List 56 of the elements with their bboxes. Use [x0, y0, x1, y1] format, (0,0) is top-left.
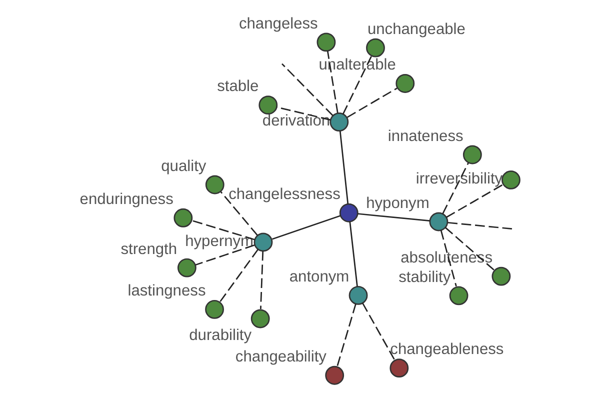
- node-label: hypernym: [184, 232, 254, 250]
- connector: [357, 213, 430, 222]
- node-circle: [462, 145, 482, 164]
- node-label: lastingness: [127, 282, 206, 300]
- node-circle: [253, 232, 272, 252]
- node-circle: [448, 286, 468, 306]
- node-circle: [428, 212, 448, 232]
- connector: [440, 230, 456, 287]
- node-label: hyponym: [366, 194, 429, 212]
- node-label: derivation: [262, 112, 330, 130]
- connector: [362, 302, 395, 360]
- node-circle: [324, 366, 344, 385]
- node-label: stable: [216, 78, 258, 96]
- node-label: changeless: [238, 15, 318, 32]
- node-circle: [491, 266, 510, 286]
- node-circle: [250, 309, 270, 328]
- node-circle: [258, 96, 278, 115]
- connector: [326, 51, 338, 113]
- node-circle: [204, 300, 224, 319]
- connector: [346, 88, 397, 118]
- connector: [281, 63, 333, 116]
- connector: [220, 191, 258, 236]
- connector: [272, 215, 340, 240]
- node-circle: [338, 203, 358, 222]
- connector: [338, 130, 348, 204]
- node-label: strength: [120, 240, 177, 258]
- connector: [342, 56, 372, 114]
- node-label: changelessness: [228, 186, 340, 204]
- node-circle: [204, 175, 224, 194]
- connector: [348, 222, 358, 286]
- node-circle: [389, 358, 408, 378]
- node-label: unchangeable: [366, 20, 465, 38]
- connector: [336, 304, 356, 367]
- node-label: changeability: [234, 348, 326, 366]
- node-circle: [348, 286, 368, 305]
- node-circle: [176, 258, 196, 278]
- connector: [276, 106, 330, 121]
- connector: [260, 250, 264, 310]
- connector: [191, 220, 254, 240]
- node-circle: [316, 32, 336, 52]
- connector: [446, 184, 502, 218]
- node-label: stability: [398, 268, 450, 286]
- connector: [194, 244, 254, 266]
- node-label: antonym: [288, 268, 349, 286]
- node-circle: [366, 38, 384, 58]
- node-circle: [501, 170, 520, 190]
- node-circle: [395, 74, 414, 93]
- node-label: enduringness: [79, 191, 173, 208]
- node-circle: [329, 112, 348, 132]
- connector: [447, 222, 514, 230]
- node-circle: [173, 208, 192, 228]
- node-label: changeableness: [390, 341, 504, 358]
- node-label: quality: [160, 158, 206, 175]
- node-label: durability: [188, 326, 252, 344]
- connector: [219, 248, 258, 302]
- node-label: innateness: [387, 128, 463, 145]
